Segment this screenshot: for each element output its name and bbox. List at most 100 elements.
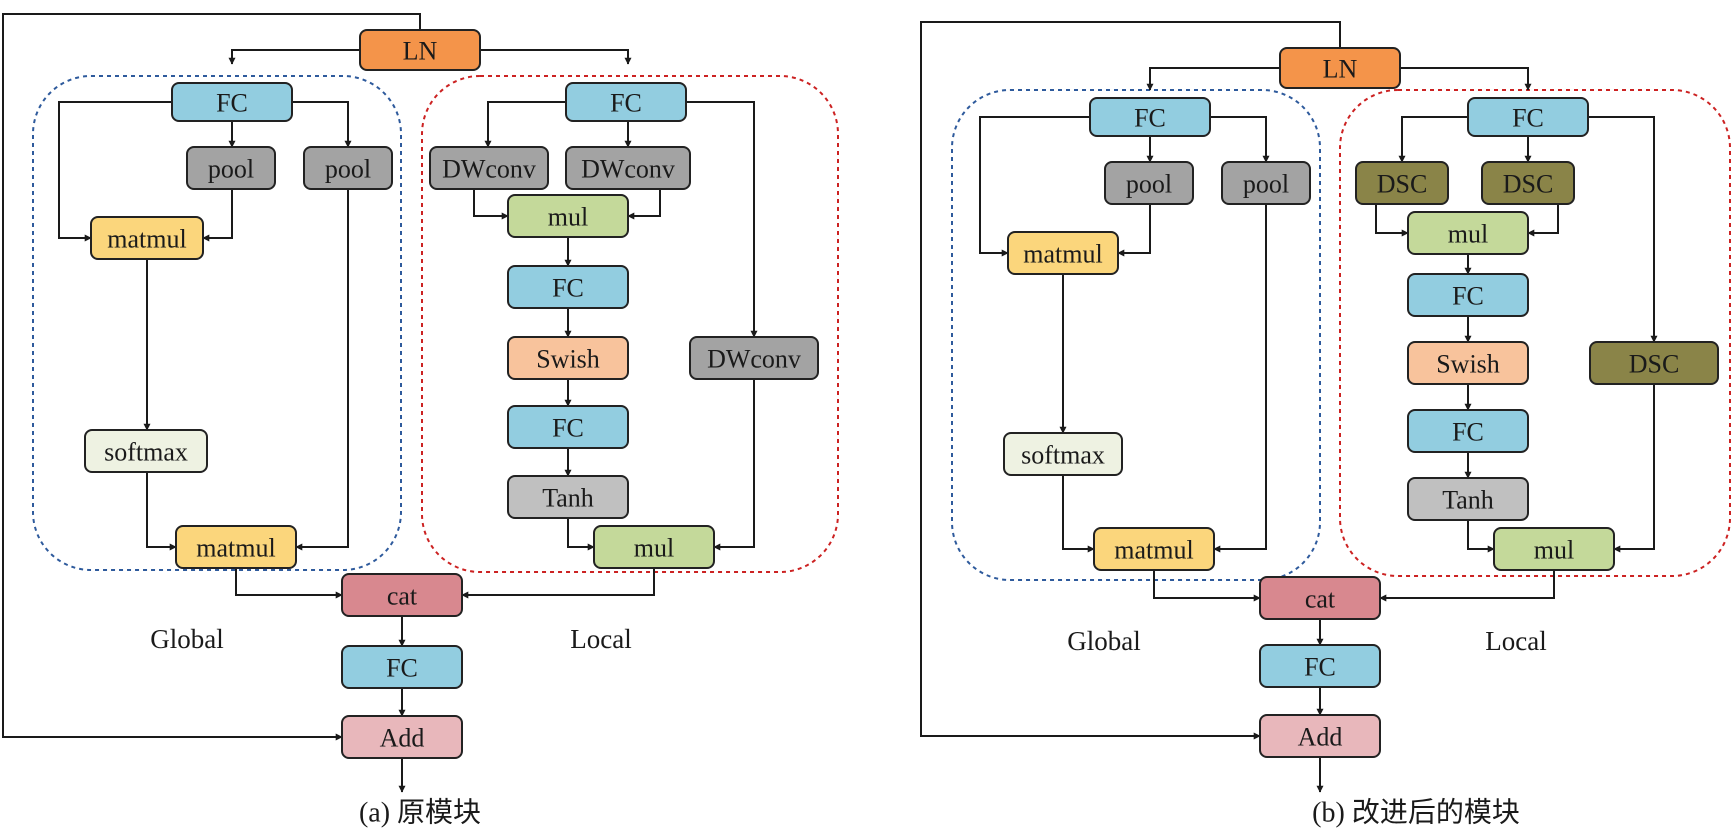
node-l-conv1: DSC	[1355, 161, 1449, 205]
connector-arrow	[567, 518, 595, 551]
node-ln: LN	[359, 29, 481, 71]
node-label: mul	[634, 534, 674, 563]
connector-arrow	[295, 189, 349, 551]
connector-arrow	[1146, 67, 1280, 91]
connector-arrow	[228, 49, 360, 65]
node-l-fc2: FC	[1407, 273, 1529, 317]
node-label: FC	[386, 654, 418, 683]
node-l-tanh: Tanh	[507, 475, 629, 519]
connector-arrow	[920, 21, 1341, 740]
node-g-pool2: pool	[303, 146, 393, 190]
connector-arrow	[58, 101, 172, 242]
node-fc-out: FC	[341, 645, 463, 689]
connector-arrow	[1398, 116, 1468, 163]
node-label: DWconv	[442, 155, 536, 184]
global-region	[32, 75, 402, 571]
node-label: DWconv	[707, 345, 801, 374]
node-g-matmul2: matmul	[175, 525, 297, 569]
node-l-conv3: DSC	[1589, 341, 1719, 385]
connector-arrow	[686, 101, 758, 338]
node-l-mul1: mul	[1407, 211, 1529, 255]
connector-arrow	[1613, 384, 1655, 553]
node-label: softmax	[104, 438, 188, 467]
node-label: matmul	[196, 534, 275, 563]
local-label: Local	[570, 624, 631, 654]
connector-arrow	[1400, 67, 1532, 91]
node-label: Add	[1298, 723, 1343, 752]
node-l-conv2: DWconv	[565, 146, 691, 190]
node-label: DWconv	[581, 155, 675, 184]
node-label: Swish	[1436, 350, 1500, 379]
node-add: Add	[1259, 714, 1381, 758]
node-l-mul1: mul	[507, 194, 629, 238]
node-l-tanh: Tanh	[1407, 477, 1529, 521]
node-label: FC	[1134, 104, 1166, 133]
node-label: FC	[216, 89, 248, 118]
node-label: Tanh	[542, 484, 594, 513]
node-label: FC	[1452, 282, 1484, 311]
local-region	[421, 75, 839, 573]
node-label: pool	[325, 155, 371, 184]
connector-arrow	[1379, 570, 1555, 602]
node-g-softmax: softmax	[1003, 432, 1123, 476]
connector-arrow	[1210, 116, 1270, 163]
connector-arrow	[1375, 204, 1409, 237]
node-label: FC	[1304, 653, 1336, 682]
node-label: FC	[1452, 418, 1484, 447]
connector-arrow	[1062, 475, 1095, 553]
connector-arrow	[979, 116, 1090, 257]
node-label: softmax	[1021, 441, 1105, 470]
node-label: LN	[1323, 55, 1358, 84]
node-label: FC	[552, 274, 584, 303]
node-label: cat	[387, 582, 418, 611]
connector-arrow	[1117, 204, 1151, 257]
node-label: FC	[610, 89, 642, 118]
global-label: Global	[150, 624, 224, 654]
node-fc-out: FC	[1259, 644, 1381, 688]
node-label: LN	[403, 37, 438, 66]
node-g-softmax: softmax	[84, 429, 208, 473]
connector-arrow	[1527, 204, 1559, 237]
node-cat: cat	[341, 573, 463, 617]
connector-arrow	[713, 379, 755, 551]
connector-arrow	[2, 13, 421, 741]
node-g-fc: FC	[1089, 97, 1211, 137]
node-g-pool1: pool	[186, 146, 276, 190]
node-label: matmul	[1023, 240, 1102, 269]
node-label: pool	[208, 155, 254, 184]
local-region	[1339, 89, 1731, 577]
node-label: mul	[548, 203, 588, 232]
node-label: mul	[1534, 536, 1574, 565]
node-ln: LN	[1279, 47, 1401, 89]
node-g-fc: FC	[171, 82, 293, 122]
node-label: Add	[380, 724, 425, 753]
node-l-swish: Swish	[1407, 341, 1529, 385]
connector-arrow	[1213, 204, 1267, 553]
node-g-matmul1: matmul	[90, 216, 204, 260]
node-label: cat	[1305, 585, 1336, 614]
node-label: FC	[1512, 104, 1544, 133]
connector-arrow	[1467, 520, 1495, 553]
node-label: DSC	[1377, 170, 1428, 199]
connector-arrow	[292, 101, 352, 148]
node-cat: cat	[1259, 576, 1381, 620]
node-label: Swish	[536, 345, 600, 374]
node-g-matmul1: matmul	[1007, 231, 1119, 275]
node-label: pool	[1243, 170, 1289, 199]
node-g-pool2: pool	[1221, 161, 1311, 205]
node-l-mul2: mul	[1493, 527, 1615, 571]
panel-caption: (a) 原模块	[359, 797, 481, 829]
connector-arrow	[202, 189, 233, 242]
connector-arrow	[473, 189, 509, 220]
connector-arrow	[1588, 116, 1658, 343]
node-l-fc: FC	[565, 82, 687, 122]
connector-arrow	[627, 189, 661, 220]
node-label: Tanh	[1442, 486, 1494, 515]
node-l-mul2: mul	[593, 525, 715, 569]
node-g-matmul2: matmul	[1093, 527, 1215, 571]
connector-arrow	[146, 472, 177, 551]
node-label: matmul	[1114, 536, 1193, 565]
